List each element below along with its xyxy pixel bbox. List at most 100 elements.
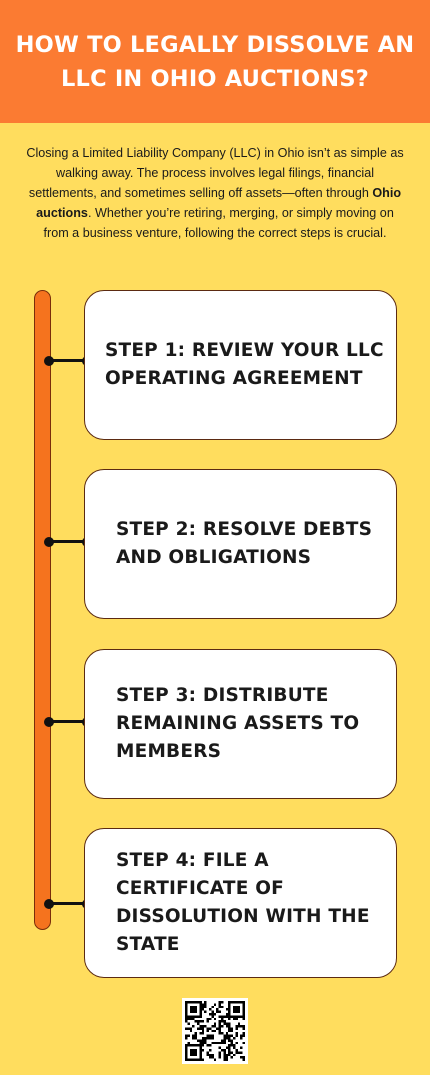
- qr-module: [189, 1049, 193, 1052]
- qr-module: [228, 1013, 231, 1016]
- qr-module: [223, 1034, 226, 1037]
- qr-module: [228, 1025, 231, 1028]
- qr-module: [194, 1032, 197, 1035]
- qr-module: [228, 1010, 231, 1013]
- timeline-dot: [44, 355, 54, 366]
- qr-module: [185, 1017, 188, 1021]
- qr-module: [206, 1020, 209, 1023]
- qr-module: [233, 1044, 236, 1047]
- qr-code-icon[interactable]: [182, 998, 248, 1064]
- qr-module: [228, 1039, 231, 1042]
- qr-module: [194, 1053, 197, 1057]
- qr-module: [242, 1025, 245, 1028]
- qr-module: [199, 1003, 202, 1006]
- qr-module: [187, 1027, 190, 1030]
- qr-module: [194, 1015, 197, 1018]
- qr-module: [242, 1041, 245, 1045]
- qr-module: [216, 1008, 219, 1011]
- qr-module: [197, 1001, 200, 1004]
- qr-module: [228, 1027, 231, 1030]
- qr-module: [228, 1044, 231, 1047]
- qr-module: [242, 1058, 245, 1061]
- qr-module: [235, 1025, 238, 1028]
- qr-module: [192, 1044, 195, 1047]
- qr-module: [204, 1025, 207, 1028]
- qr-module: [233, 1015, 236, 1018]
- qr-module: [230, 1015, 233, 1018]
- qr-module: [209, 1053, 212, 1057]
- qr-module: [199, 1044, 202, 1047]
- qr-module: [197, 1058, 200, 1061]
- qr-module: [185, 1053, 188, 1057]
- intro-text-start: Closing a Limited Liability Company (LLC…: [26, 146, 404, 200]
- qr-module: [189, 1010, 193, 1013]
- qr-module: [233, 1017, 236, 1021]
- qr-module: [204, 1003, 207, 1006]
- qr-module: [192, 1015, 195, 1018]
- qr-module: [192, 1001, 195, 1004]
- qr-module: [242, 1017, 245, 1021]
- qr-module: [221, 1032, 224, 1035]
- qr-module: [218, 1022, 221, 1025]
- qr-module: [235, 1027, 238, 1030]
- qr-module: [201, 1005, 205, 1009]
- qr-module: [192, 1010, 195, 1013]
- qr-module: [225, 1015, 229, 1018]
- qr-module: [185, 1015, 188, 1018]
- timeline-rail: [34, 290, 51, 930]
- qr-module: [211, 1053, 214, 1057]
- qr-module: [228, 1053, 231, 1057]
- qr-module: [230, 1041, 233, 1045]
- qr-module: [218, 1041, 221, 1045]
- qr-module: [225, 1025, 229, 1028]
- qr-module: [221, 1015, 224, 1018]
- qr-module: [211, 1010, 214, 1013]
- qr-module: [221, 1020, 224, 1023]
- step-card-2: STEP 2: RESOLVE DEBTS AND OBLIGATIONS: [84, 469, 397, 619]
- qr-module: [201, 1025, 205, 1028]
- qr-module: [218, 1015, 221, 1018]
- qr-module: [228, 1003, 231, 1006]
- qr-module: [185, 1027, 188, 1030]
- qr-module: [206, 1027, 209, 1030]
- qr-module: [199, 1027, 202, 1030]
- qr-module: [240, 1015, 243, 1018]
- qr-module: [185, 1037, 188, 1040]
- qr-module: [218, 1029, 221, 1033]
- qr-module: [185, 1051, 188, 1054]
- qr-module: [218, 1051, 221, 1054]
- qr-module: [199, 1010, 202, 1013]
- qr-module: [216, 1041, 219, 1045]
- qr-module: [237, 1022, 241, 1025]
- qr-module: [204, 1010, 207, 1013]
- qr-module: [199, 1025, 202, 1028]
- qr-module: [218, 1046, 221, 1049]
- qr-module: [209, 1013, 212, 1016]
- qr-module: [187, 1034, 190, 1037]
- qr-module: [194, 1005, 197, 1009]
- qr-module: [237, 1051, 241, 1054]
- qr-module: [223, 1049, 226, 1052]
- qr-module: [237, 1010, 241, 1013]
- qr-module: [240, 1037, 243, 1040]
- qr-module: [185, 1056, 188, 1059]
- qr-module: [221, 1039, 224, 1042]
- qr-module: [206, 1029, 209, 1033]
- timeline-connector: [44, 898, 92, 909]
- qr-module: [192, 1008, 195, 1011]
- qr-module: [206, 1017, 209, 1021]
- qr-module: [194, 1049, 197, 1052]
- qr-module: [235, 1034, 238, 1037]
- qr-module: [213, 1017, 217, 1021]
- qr-module: [197, 1015, 200, 1018]
- header-banner: HOW TO LEGALLY DISSOLVE AN LLC IN OHIO A…: [0, 0, 430, 123]
- qr-module: [225, 1032, 229, 1035]
- qr-module: [194, 1034, 197, 1037]
- step-card-1: STEP 1: REVIEW YOUR LLC OPERATING AGREEM…: [84, 290, 397, 440]
- qr-module: [199, 1001, 202, 1004]
- intro-paragraph: Closing a Limited Liability Company (LLC…: [22, 143, 408, 243]
- qr-module: [228, 1037, 231, 1040]
- qr-module: [187, 1022, 190, 1025]
- qr-module: [199, 1008, 202, 1011]
- qr-module: [237, 1005, 241, 1009]
